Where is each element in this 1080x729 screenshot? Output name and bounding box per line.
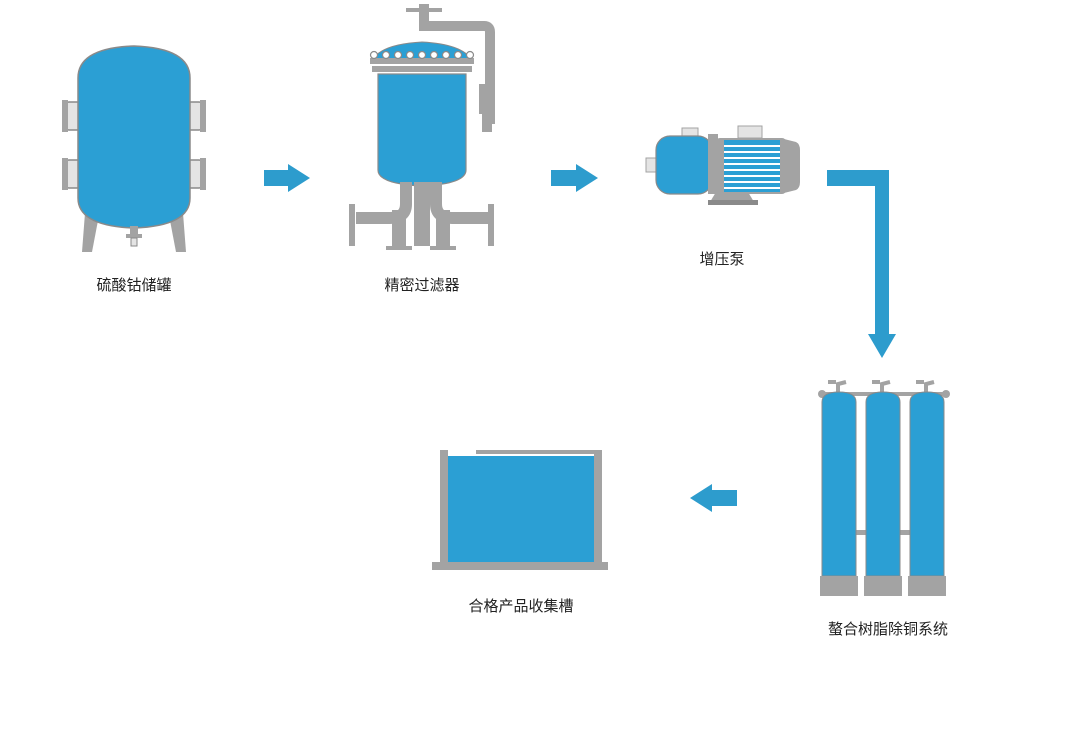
bag-filter-icon [349,4,495,250]
collection-tank-icon [432,450,608,570]
label-storage-tank: 硫酸钴储罐 [96,276,171,294]
label-booster-pump: 增压泵 [699,250,744,268]
flow-arrow-right-1 [264,164,310,192]
pump-icon [645,125,800,205]
label-fine-filter: 精密过滤器 [384,276,459,294]
pressure-tank-icon [62,45,206,252]
flow-arrow-down-elbow [827,170,896,358]
resin-column-icon [818,380,950,596]
label-collection-tank: 合格产品收集槽 [468,597,573,615]
label-resin-system: 螯合树脂除铜系统 [828,620,948,638]
flow-arrow-left [690,484,737,512]
flow-arrow-right-2 [551,164,598,192]
